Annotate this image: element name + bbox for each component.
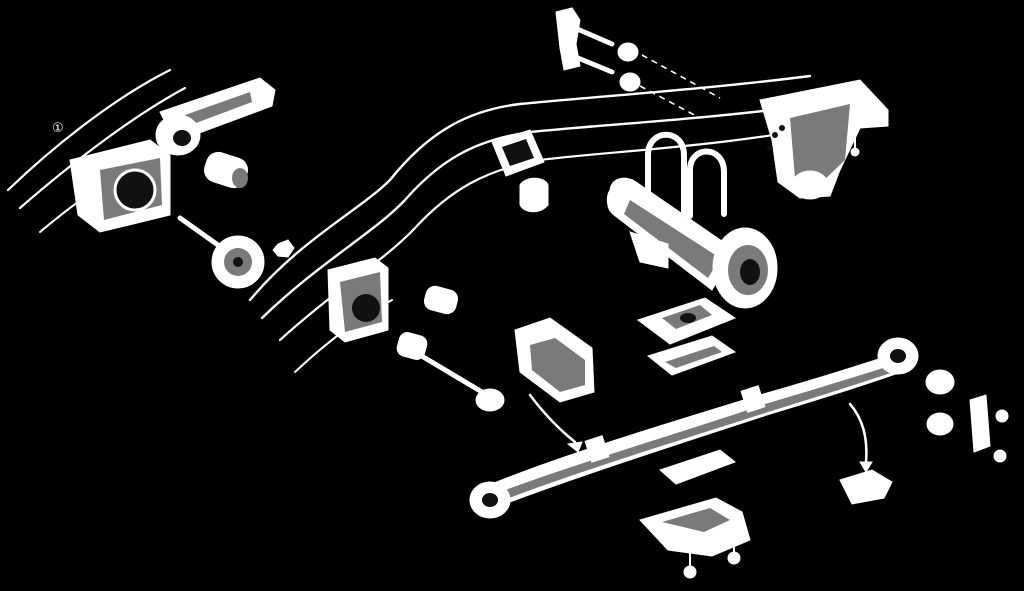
spring-seat-upper: [636, 297, 737, 345]
bump-stop-pad: [519, 177, 549, 213]
callout-label: ①: [52, 121, 64, 136]
hanger-bolt: [177, 215, 265, 289]
rubber-bushing: [204, 151, 248, 189]
bumper-block: [514, 317, 595, 453]
spring-clamp-bracket: [639, 497, 751, 579]
spring-eye-bolt: [417, 352, 505, 412]
leaf-spring: [469, 337, 919, 519]
front-spring-hanger: [327, 257, 389, 343]
rear-shackle: [925, 369, 1009, 463]
axle-housing: [606, 177, 778, 309]
callout-marker: ①: [52, 121, 64, 136]
bracket-bushing-upper: [423, 285, 459, 315]
bump-stop-bracket: [491, 129, 545, 177]
shackle-bolts: [555, 7, 721, 119]
frame-rear-bracket: [759, 79, 889, 200]
clamp-plate: [659, 449, 737, 485]
u-bolts: [645, 131, 727, 235]
hanger-nut: [272, 239, 295, 258]
spring-seat-lower: [646, 335, 737, 376]
spring-pad: [839, 402, 893, 505]
rear-spring-hanger: [69, 139, 171, 233]
shackle-bushing: [155, 114, 201, 156]
